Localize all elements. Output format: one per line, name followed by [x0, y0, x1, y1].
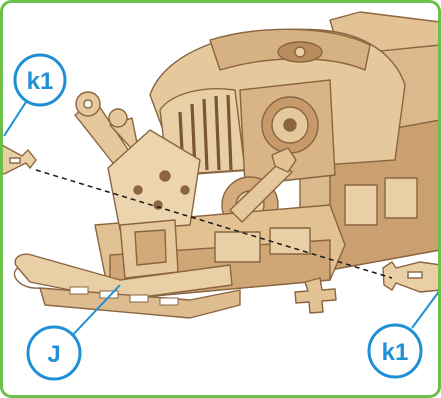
callout-j: J — [28, 327, 80, 379]
axle-pin-left — [0, 144, 36, 174]
callout-k1-left: k1 — [15, 55, 65, 105]
wooden-snowmobile-model — [14, 12, 440, 318]
callout-k1-right: k1 — [369, 325, 421, 377]
callout-k1-left-label: k1 — [27, 68, 54, 95]
callout-j-label: J — [47, 341, 60, 368]
callout-k1-right-label: k1 — [382, 339, 409, 366]
axle-pin-right — [383, 262, 441, 292]
